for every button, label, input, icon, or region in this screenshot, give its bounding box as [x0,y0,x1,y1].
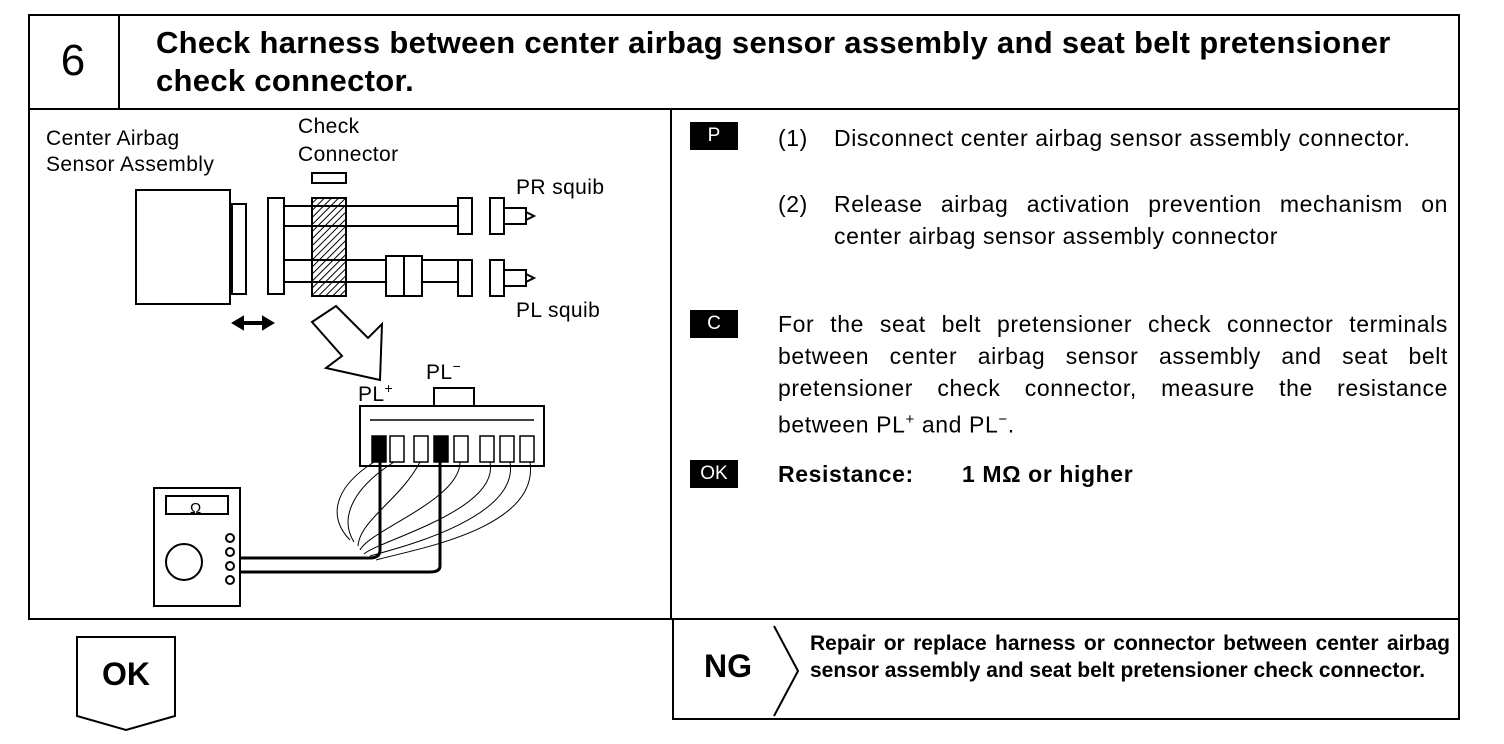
label-pl-squib: PL squib [516,299,601,322]
label-sensor-assembly: Sensor Assembly [46,153,215,176]
ng-text: Repair or replace harness or connector b… [810,632,1450,682]
wiring-diagram [135,172,545,607]
check-text: For the seat belt pretensioner check con… [778,311,1448,438]
label-pl-minus: PL− [426,358,462,384]
step-2-num: (2) [778,191,808,217]
ng-label: NG [704,648,752,684]
tag-c: C [690,310,738,338]
step-number: 6 [28,14,120,108]
check-connector [311,197,347,297]
label-pl-plus: PL+ [358,380,394,406]
ok-label: Resistance: [778,461,914,487]
step-1-text: Disconnect center airbag sensor assembly… [834,125,1411,151]
label-connector: Connector [298,143,399,166]
tag-p: P [690,122,738,150]
tag-ok: OK [690,460,738,488]
ok-result-arrow [76,636,176,732]
sensor-connector [231,203,247,295]
ng-chevron [773,625,800,717]
column-divider [670,108,672,620]
detail-connector [359,405,545,467]
ok-result-label: OK [102,656,150,692]
ohm-symbol: Ω [190,500,202,517]
label-pr-squib: PR squib [516,176,605,199]
step-frame [28,14,1460,620]
harness-connector [267,197,285,295]
ng-result-box: NG Repair or replace harness or connecto… [672,620,1460,720]
step-title: Check harness between center airbag sens… [156,25,1391,98]
step-header: 6 Check harness between center airbag se… [28,14,1460,110]
probe-wire-minus [240,454,442,574]
check-connector-cap [311,172,347,184]
ok-value: 1 MΩ or higher [962,461,1134,487]
step-2-text: Release airbag activation prevention mec… [834,191,1448,249]
probe-wire-plus [240,454,382,560]
sensor-assembly-box [135,189,231,305]
step-1-num: (1) [778,125,808,151]
label-check: Check [298,115,360,138]
label-center-airbag: Center Airbag [46,127,180,150]
callout-arrow [310,304,384,382]
